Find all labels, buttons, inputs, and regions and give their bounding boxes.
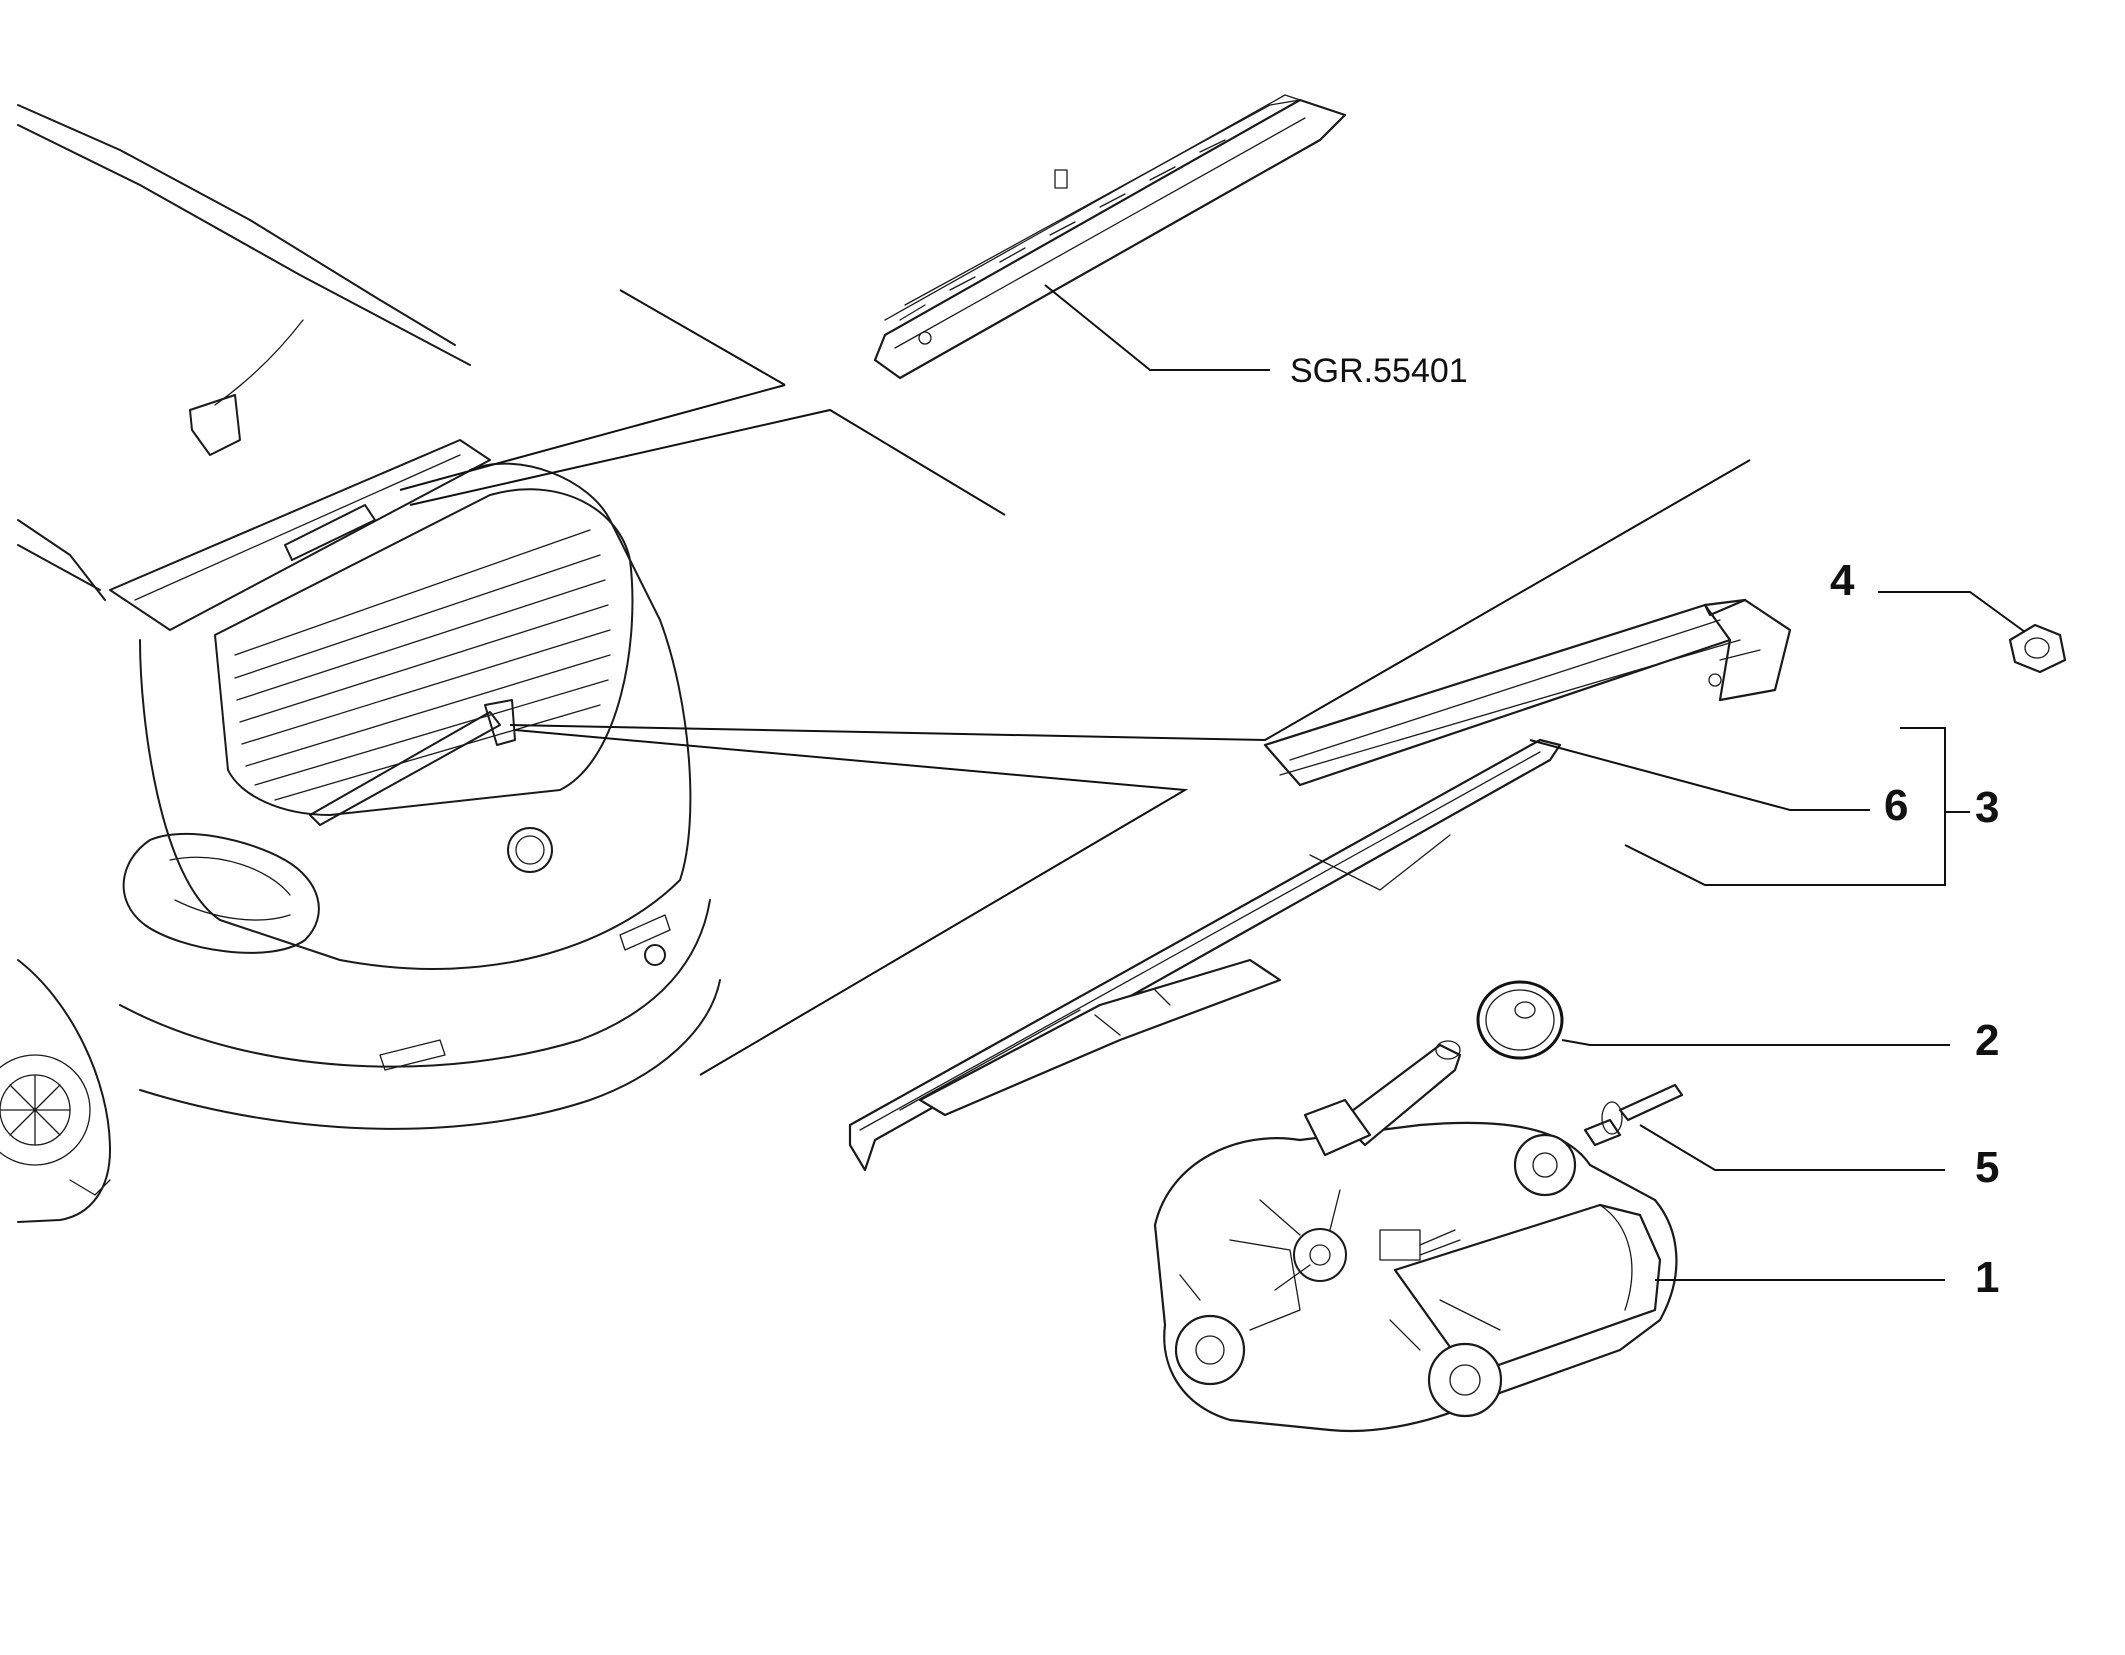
wiper-blade <box>848 738 1562 1172</box>
bolt <box>1583 1083 1684 1147</box>
callout-3: 3 <box>1975 783 1999 832</box>
seal-ring <box>1476 980 1564 1060</box>
reference-group-label: SGR.55401 <box>1290 352 1468 390</box>
car-rear-view <box>0 104 1751 1223</box>
third-brake-light-assembly: SGR.55401 <box>873 94 1468 390</box>
callout-leaders <box>1529 591 2026 1281</box>
wiper-motor <box>1153 1040 1678 1433</box>
callout-6: 6 <box>1884 781 1908 830</box>
callout-numbers: 4 6 3 2 5 1 <box>1830 556 1999 1302</box>
callout-5: 5 <box>1975 1143 1999 1192</box>
nut <box>2008 623 2067 674</box>
callout-1: 1 <box>1975 1253 1999 1302</box>
callout-4: 4 <box>1830 556 1855 605</box>
wiper-arm <box>1263 598 1792 787</box>
callout-2: 2 <box>1975 1016 1999 1065</box>
